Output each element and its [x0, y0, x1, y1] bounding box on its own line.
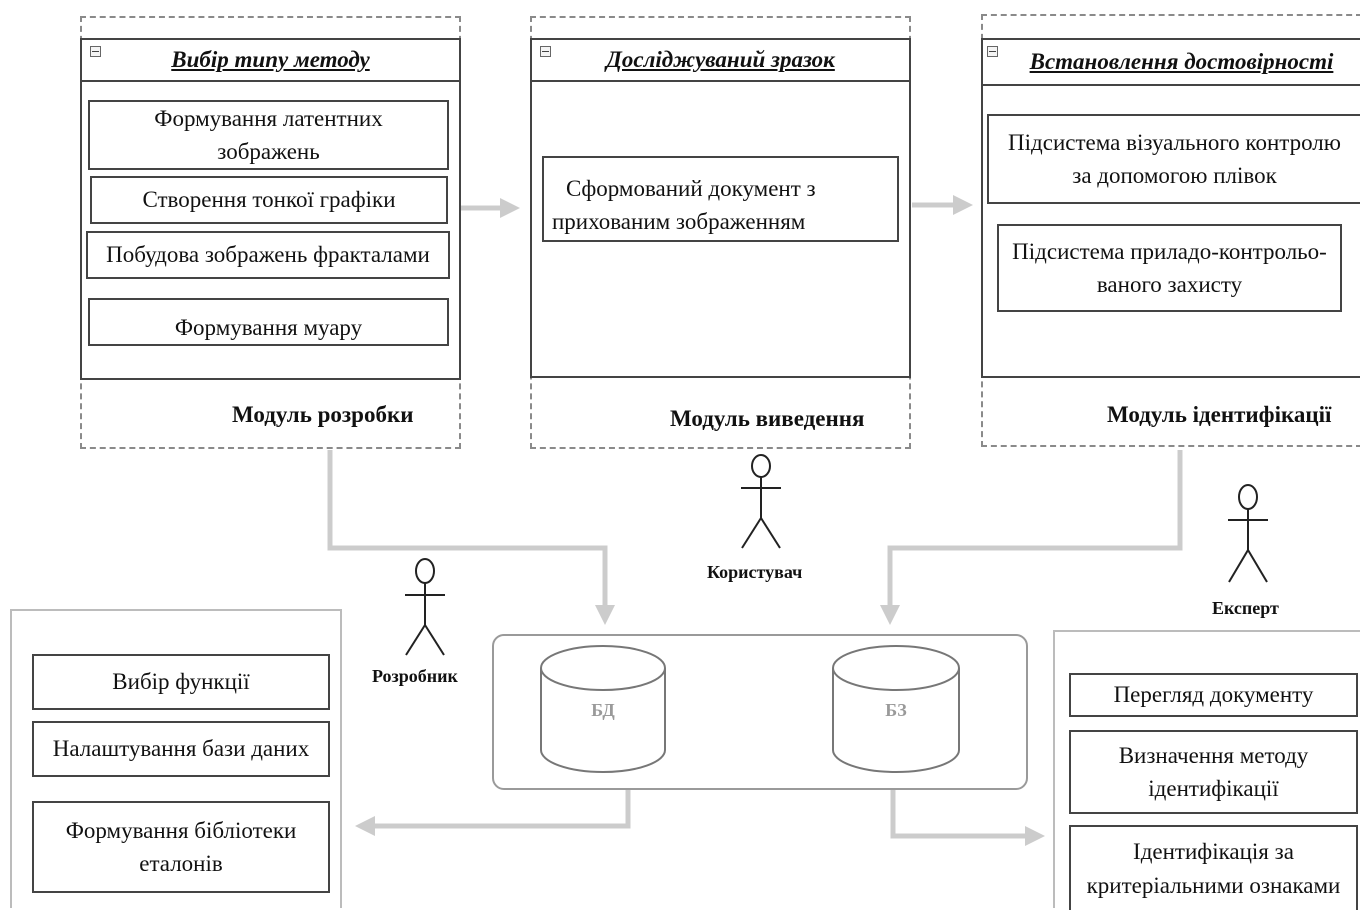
knowledge-base-cylinder-icon[interactable] — [830, 644, 962, 776]
user-actor-label: Користувач — [707, 562, 803, 582]
collapse-icon[interactable] — [540, 46, 551, 57]
ident-module: Встановлення достовірності Підсистема ві… — [981, 14, 1360, 447]
ident-module-title: Встановлення достовірності — [1029, 49, 1334, 74]
database-cylinder-icon[interactable] — [538, 644, 668, 776]
expert-actor-label: Експерт — [1212, 598, 1279, 618]
dev-item-moire[interactable]: Формування муару — [88, 298, 449, 346]
input-module-title: Досліджуваний зразок — [606, 47, 835, 72]
knowledge-base-label: БЗ — [885, 699, 907, 720]
input-module-panel: Досліджуваний зразок Сформований докумен… — [530, 38, 911, 378]
ident-module-header-divider — [983, 84, 1360, 86]
dev-module-header-divider — [82, 80, 459, 82]
user-actor-icon — [741, 454, 781, 549]
input-module-label: Модуль виведення — [670, 406, 865, 431]
dev-item-fractal-images[interactable]: Побудова зображень фракталами — [86, 231, 450, 279]
dev-panel-db-settings[interactable]: Налаштування бази даних — [32, 721, 330, 777]
input-module: Досліджуваний зразок Сформований докумен… — [530, 16, 911, 449]
arrow-ident-to-kb — [880, 450, 1183, 625]
dev-module-label: Модуль розробки — [232, 402, 414, 427]
ident-module-label: Модуль ідентифікації — [1107, 402, 1332, 427]
database-label: БД — [591, 699, 615, 720]
input-module-header-divider — [532, 80, 909, 82]
collapse-icon[interactable] — [90, 46, 101, 57]
expert-actor-icon — [1228, 484, 1268, 583]
developer-actor-label: Розробник — [372, 666, 458, 686]
dev-module-title: Вибір типу методу — [171, 47, 370, 72]
dev-item-fine-graphics[interactable]: Створення тонкої графіки — [90, 176, 448, 224]
developer-panel: Вибір функції Налаштування бази даних Фо… — [10, 609, 342, 908]
arrow-kb-to-expert-panel — [890, 790, 1045, 846]
dev-panel-select-function[interactable]: Вибір функції — [32, 654, 330, 710]
developer-actor-icon — [405, 558, 445, 656]
ident-module-panel: Встановлення достовірності Підсистема ві… — [981, 38, 1360, 378]
ident-item-instrument-protection[interactable]: Підсистема приладо-контрольо-ваного захи… — [997, 224, 1342, 312]
arrow-db-to-dev-panel — [355, 790, 631, 836]
collapse-icon[interactable] — [987, 46, 998, 57]
arrow-dev-to-db — [327, 450, 615, 625]
expert-panel-view-document[interactable]: Перегляд документу — [1069, 673, 1358, 717]
